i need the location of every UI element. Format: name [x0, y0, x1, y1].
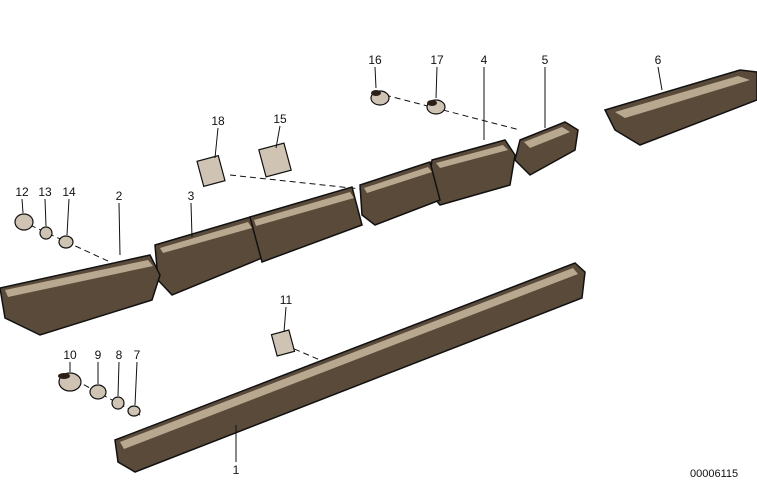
assembly-line-top [384, 94, 521, 131]
reference-code: 00006115 [690, 468, 739, 480]
nut-7 [127, 405, 141, 417]
nut-12 [14, 213, 34, 231]
clip-15 [258, 142, 292, 178]
assembly-line-clip [284, 344, 321, 361]
trim-end-cap-5 [514, 121, 579, 176]
sill-trim-1 [114, 262, 586, 473]
assembly-line-mid [229, 174, 371, 191]
callout-7: 7 [134, 348, 141, 362]
clip-11 [270, 329, 296, 357]
leader-lines [21, 66, 663, 462]
hardware-16 [370, 90, 390, 106]
callout-15: 15 [273, 112, 287, 126]
callout-14: 14 [62, 185, 76, 199]
callout-16: 16 [368, 53, 382, 67]
callout-1: 1 [233, 463, 240, 477]
callout-13: 13 [38, 185, 52, 199]
washer-8 [111, 396, 125, 410]
callout-9: 9 [95, 348, 102, 362]
hardware-17 [426, 99, 446, 115]
callout-6: 6 [655, 53, 662, 67]
callout-5: 5 [542, 53, 549, 67]
trim-strip-4 [359, 139, 516, 226]
callout-12: 12 [15, 185, 29, 199]
callout-3: 3 [188, 189, 195, 203]
nut-9 [89, 384, 107, 400]
callout-8: 8 [116, 348, 123, 362]
trim-strip-2 [0, 254, 161, 336]
callout-11: 11 [280, 293, 293, 307]
bolt-10 [58, 372, 82, 392]
callout-18: 18 [211, 114, 225, 128]
callout-10: 10 [63, 348, 77, 362]
callout-4: 4 [481, 53, 488, 67]
callout-17: 17 [430, 53, 444, 67]
trim-strip-3 [154, 186, 363, 296]
washer-13 [39, 226, 53, 240]
clip-18 [196, 154, 226, 188]
trim-strip-6 [603, 69, 757, 146]
nut-14 [58, 235, 74, 249]
callout-2: 2 [116, 189, 123, 203]
